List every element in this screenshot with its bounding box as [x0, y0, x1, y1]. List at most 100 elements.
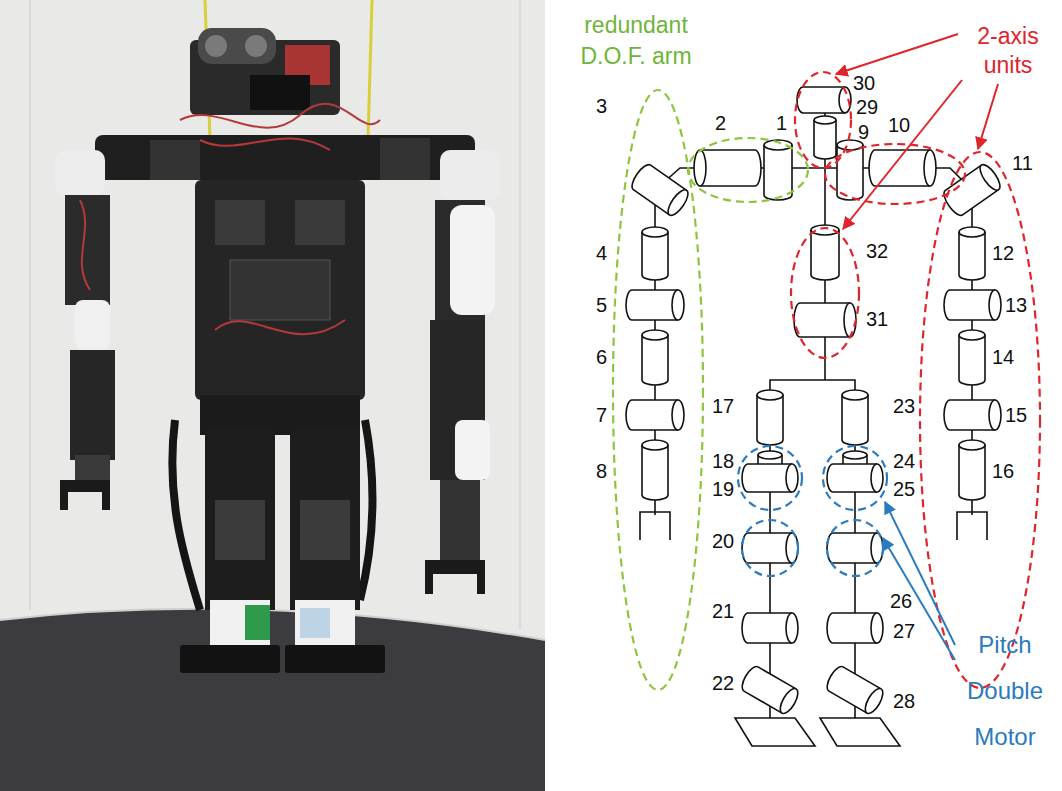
joint-cylinder	[786, 533, 798, 563]
shoulder-joint	[150, 140, 200, 180]
ankle-part	[300, 608, 330, 638]
hip	[200, 395, 360, 435]
robot-photo	[0, 0, 545, 791]
group-outline	[742, 520, 798, 576]
kinematic-diagram	[613, 34, 1040, 746]
group-outline	[791, 228, 859, 358]
callout-number: 19	[712, 478, 734, 501]
shoulder-frame	[95, 135, 475, 180]
group-outline	[738, 446, 802, 510]
pointer-arrow	[836, 34, 958, 74]
group-label: 2-axis units	[962, 22, 1054, 80]
wrist	[440, 480, 480, 560]
joint-cylinder	[642, 227, 668, 237]
callout-number: 25	[893, 478, 915, 501]
foot	[285, 645, 385, 673]
callout-number: 9	[858, 121, 869, 144]
joint-cylinder	[764, 145, 792, 200]
finger	[60, 492, 68, 510]
joint-cylinder	[959, 445, 985, 500]
joint-cylinder	[642, 440, 668, 450]
joint-cylinder	[814, 116, 836, 124]
joint-cylinder	[642, 330, 668, 340]
leg	[205, 430, 275, 610]
callout-number: 17	[712, 395, 734, 418]
knee-plate	[215, 500, 265, 560]
callout-number: 21	[712, 600, 734, 623]
joint-cylinder	[794, 303, 850, 337]
floor-edge	[0, 609, 545, 640]
forearm	[70, 350, 115, 460]
joint-cylinder	[827, 613, 877, 643]
joint-cylinder	[757, 390, 783, 400]
callout-number: 22	[712, 672, 734, 695]
callout-number: 12	[992, 242, 1014, 265]
chest-plate	[295, 200, 345, 245]
joint-cylinder	[700, 150, 761, 186]
joint-cylinder	[626, 400, 678, 430]
joint-cylinder	[924, 150, 936, 186]
joint-cylinder	[837, 145, 863, 200]
joint-cylinder	[944, 290, 995, 320]
cable	[360, 420, 373, 600]
joint-cylinder	[672, 400, 684, 430]
callout-number: 8	[596, 460, 607, 483]
joint-cylinder	[869, 150, 930, 186]
arm-shell	[55, 150, 105, 195]
callout-number: 30	[853, 72, 875, 95]
group-outline	[825, 144, 965, 204]
pointer-arrow	[843, 80, 962, 229]
ankle-part	[245, 605, 270, 640]
callout-number: 10	[888, 114, 910, 137]
finger	[477, 574, 485, 594]
joint-cylinder	[672, 290, 684, 320]
joint-cylinder	[739, 664, 801, 716]
ankle-block	[210, 600, 270, 645]
joint-cylinder	[626, 290, 678, 320]
joint-cylinder	[827, 464, 877, 492]
joint-cylinder	[824, 664, 886, 716]
joint-cylinder	[842, 395, 868, 445]
callout-number: 5	[596, 294, 607, 317]
arm-shell	[75, 300, 110, 350]
group-outline	[613, 90, 703, 690]
stereo-camera	[198, 28, 276, 64]
wiring	[180, 104, 380, 128]
joint-cylinder	[758, 451, 782, 459]
callout-number: 24	[893, 450, 915, 473]
joint-cylinder	[842, 390, 868, 400]
callout-number: 29	[856, 96, 878, 119]
suspension-rope	[368, 0, 372, 140]
gripper	[425, 560, 485, 574]
callout-number: 23	[893, 395, 915, 418]
joint-cylinder	[642, 445, 668, 500]
callout-number: 13	[1005, 294, 1027, 317]
callout-number: 3	[596, 95, 607, 118]
joint-cylinder	[797, 87, 845, 113]
joint-cylinder	[959, 330, 985, 340]
arm-shell	[455, 420, 490, 480]
foot	[180, 645, 280, 673]
joint-cylinder	[940, 162, 1003, 219]
joint-cylinder	[871, 464, 883, 492]
ankle-block	[295, 600, 355, 645]
arm-shell	[450, 205, 495, 315]
joint-cylinder	[628, 162, 691, 219]
joint-cylinder	[786, 613, 798, 643]
callout-number: 6	[596, 346, 607, 369]
cable	[172, 420, 200, 610]
joint-cylinder	[844, 303, 856, 337]
foot-plate	[735, 718, 815, 746]
joint-cylinder	[944, 400, 995, 430]
camera-lens	[245, 35, 267, 57]
callout-number: 1	[776, 112, 787, 135]
gripper	[60, 480, 110, 492]
joint-cylinder	[811, 230, 839, 280]
wiring	[80, 200, 90, 290]
callout-number: 15	[1005, 404, 1027, 427]
pointer-arrow	[885, 502, 955, 645]
pointer-arrow	[883, 538, 955, 660]
joint-cylinder	[757, 395, 783, 445]
